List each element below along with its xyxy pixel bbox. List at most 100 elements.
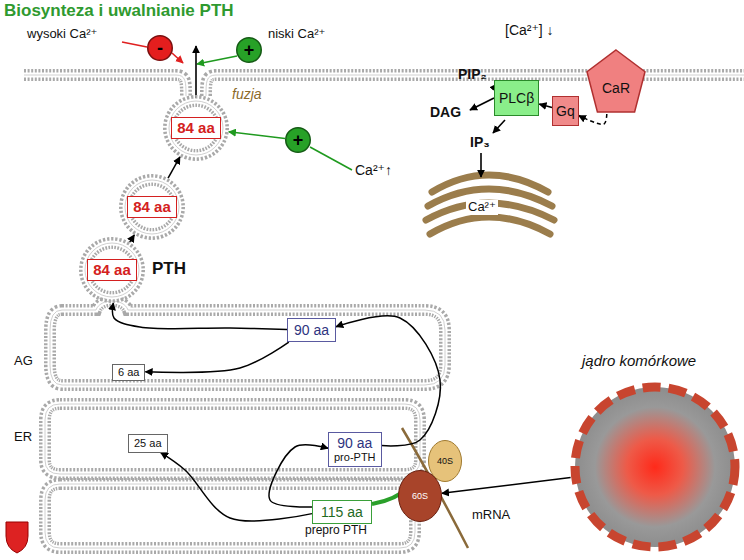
- connector-arrow: [336, 316, 440, 446]
- calcium-store: [426, 175, 554, 234]
- art-part: [470, 98, 494, 110]
- peptide-box: 90 aa: [287, 318, 336, 342]
- vesicle-membrane: [85, 243, 139, 297]
- node-text: jądro komórkowe: [582, 352, 696, 369]
- art-part: [430, 217, 550, 234]
- label-text: AG: [14, 354, 33, 369]
- diagram-title: Biosynteza i uwalnianie PTH: [4, 1, 234, 21]
- node-text: 84 aa: [171, 117, 221, 138]
- label-text: PIP₂: [458, 66, 487, 82]
- node-text: 6 aa: [118, 366, 139, 379]
- vesicle-membrane: [125, 180, 179, 234]
- label-text: Ca²⁺: [466, 200, 498, 215]
- connector-arrow: [539, 104, 552, 107]
- node-text: +: [244, 41, 255, 59]
- shape-outline: [399, 471, 442, 522]
- connector-arrow: [168, 157, 180, 178]
- peptide-box: 115 aaprepro PTH: [312, 500, 372, 524]
- secretory-vesicle: 84 aa: [163, 95, 229, 161]
- shape-outline: [429, 441, 462, 482]
- peptide-box: 90 aapro-PTH: [328, 432, 382, 467]
- node-text: PLCβ: [499, 90, 534, 106]
- label-text: [Ca²⁺] ↓: [505, 22, 554, 38]
- connector-arrow: [229, 132, 285, 139]
- art-part: [45, 404, 420, 474]
- connector-arrow: [442, 477, 571, 493]
- receptor-box: CaR: [585, 48, 647, 114]
- peptide-box: 25 aa: [128, 434, 168, 453]
- secretory-vesicle: 84 aa: [119, 174, 185, 240]
- node-text: 40S: [437, 456, 453, 466]
- vesicle-membrane: [125, 180, 179, 234]
- node-text: +: [293, 131, 304, 149]
- stimulation-sign: +: [285, 127, 311, 153]
- art-part: [197, 56, 237, 64]
- label-text: PTH: [152, 259, 186, 279]
- vesicle-membrane: [169, 101, 223, 155]
- label-text: Ca²⁺↑: [355, 162, 392, 178]
- art-part: [50, 301, 445, 385]
- golgi-membrane: [50, 301, 445, 385]
- node-text: 25 aa: [134, 437, 162, 450]
- logo: [6, 522, 28, 553]
- vesicle-membrane: [169, 101, 223, 155]
- art-part: [50, 301, 445, 385]
- label-text: mRNA: [470, 508, 512, 523]
- inhibition-sign: -: [147, 35, 173, 61]
- receptor-shape: [587, 50, 645, 112]
- node-text: 90 aa: [334, 435, 376, 451]
- nuclear-envelope: [575, 387, 735, 547]
- shape-outline: [237, 38, 262, 63]
- shape-outline: [286, 128, 311, 153]
- art-part: [50, 301, 445, 385]
- secretory-vesicle: 84 aa: [79, 237, 145, 303]
- label-text: fuzja: [232, 86, 262, 102]
- node-text: 115 aa: [321, 504, 363, 520]
- connector-arrow: [269, 445, 328, 507]
- node-text: prepro PTH: [305, 524, 367, 538]
- node-text: CaR: [602, 80, 630, 96]
- art-part: [195, 46, 197, 98]
- connector-arrow: [579, 114, 607, 124]
- ribosome-subunit: 60S: [398, 470, 442, 522]
- art-part: [480, 153, 482, 177]
- art-part: [45, 484, 415, 548]
- label-text: niski Ca²⁺: [268, 27, 325, 42]
- label-text: DAG: [430, 104, 461, 120]
- art-part: [45, 484, 415, 548]
- node-text: 90 aa: [294, 322, 329, 338]
- connector-arrow: [130, 235, 135, 242]
- peptide-box: 6 aa: [112, 364, 145, 381]
- er-membrane: [45, 404, 420, 548]
- node-text: -: [157, 39, 163, 57]
- label-text: IP₃: [470, 134, 490, 150]
- label-text: ER: [14, 430, 32, 445]
- art-part: [45, 404, 420, 474]
- connector-arrow: [113, 303, 287, 329]
- art-part: [172, 53, 183, 63]
- node-text: 84 aa: [87, 259, 137, 280]
- art-part: [45, 404, 420, 474]
- protein-box: Gq: [552, 96, 579, 126]
- art-part: [45, 484, 415, 548]
- node-text: pro-PTH: [334, 451, 376, 464]
- vesicle-membrane: [85, 243, 139, 297]
- art-part: [122, 42, 147, 47]
- connector-arrow: [161, 453, 312, 521]
- node-outline: [570, 382, 740, 552]
- node-text: 60S: [412, 491, 428, 501]
- label-text: wysoki Ca²⁺: [27, 27, 97, 42]
- connector-arrow: [145, 342, 288, 372]
- art-part: [310, 147, 352, 170]
- enzyme-box: PLCβ: [494, 80, 539, 116]
- vesicle-membrane: [85, 243, 139, 297]
- shape-outline: [148, 36, 173, 61]
- cell-nucleus: jądro komórkowe: [570, 382, 740, 552]
- stimulation-sign: +: [236, 37, 262, 63]
- node-text: 84 aa: [127, 196, 177, 217]
- vesicle-membrane: [169, 101, 223, 155]
- art-part: [493, 120, 505, 133]
- vesicle-membrane: [125, 180, 179, 234]
- node-text: Gq: [556, 103, 575, 119]
